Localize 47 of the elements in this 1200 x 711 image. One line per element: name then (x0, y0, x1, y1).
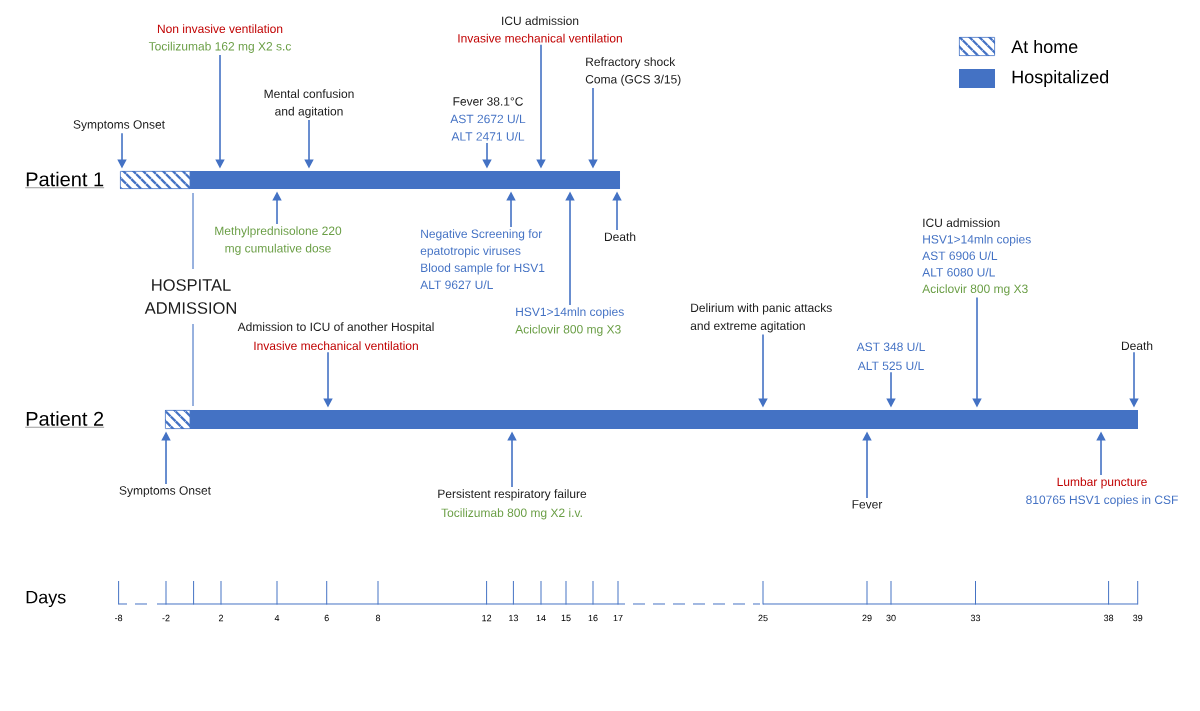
event-label: Negative Screening for epatotropic viruses Blood sample for HSV1 ALT 9627 U/L (420, 229, 545, 289)
event-label: Methylprednisolone 220 mg cumulative dose (215, 226, 342, 255)
event-label: Non invasive ventilation Tocilizumab 162 mg X2 s.c (148, 24, 291, 53)
tick-label: 4 (274, 614, 280, 622)
event-label: Refractory shock Coma (GCS 3/15) (585, 57, 681, 86)
event-label: Admission to ICU of another Hospital Invasive mechanical ventilation (237, 322, 434, 350)
event-label: Fever (852, 500, 883, 509)
event-label: Lumbar puncture 810765 HSV1 copies in CSF (1026, 477, 1178, 507)
event-label: Mental confusion and agitation (264, 89, 354, 118)
tick-label: 17 (613, 614, 623, 622)
tick-label: 13 (509, 614, 518, 622)
tick-label: -8 (115, 614, 123, 622)
axis-label: Days (26, 590, 66, 608)
tick-label: 30 (886, 614, 896, 622)
tick-label: 14 (536, 614, 546, 622)
admission-label: HOSPITAL ADMISSION (144, 279, 236, 314)
tick-label: 8 (375, 614, 381, 622)
legend-label: At home (1011, 39, 1078, 54)
event-label: Death (1122, 341, 1153, 350)
tick-label: 12 (482, 614, 492, 622)
tick-label: -2 (162, 614, 170, 622)
timeline-bar (165, 410, 1138, 429)
event-label: Symptoms Onset (119, 486, 211, 498)
event-label: AST 348 U/L ALT 525 U/L (856, 342, 925, 370)
event-label: Delirium with panic attacks and extreme agitation (690, 303, 832, 333)
event-label: ICU admission HSV1>14mln copies AST 6906 U/L ALT 6080 U/L Aciclovir 800 mg X3 (922, 218, 1031, 296)
tick-label: 2 (218, 614, 224, 622)
tick-label: 16 (588, 614, 598, 622)
tick-label: 25 (758, 614, 768, 622)
leader-line (192, 192, 194, 270)
event-label: Death (605, 232, 636, 241)
event-label: HSV1>14mln copies Aciclovir 800 mg X3 (515, 307, 624, 336)
row-label: Patient 1 (25, 171, 105, 188)
row-label: Patient 2 (25, 411, 105, 428)
tick-label: 15 (561, 614, 571, 622)
tick-label: 39 (1133, 614, 1143, 622)
event-label: Symptoms Onset (73, 120, 165, 132)
legend-label: Hospitalized (1012, 70, 1109, 87)
tick-label: 38 (1103, 614, 1114, 622)
event-label: Persistent respiratory failure Tocilizumab 800 mg X2 i.v. (438, 489, 587, 520)
leader-line (192, 323, 194, 407)
tick-label: 29 (862, 614, 872, 622)
timeline-bar (120, 171, 620, 189)
tick-label: 6 (324, 614, 329, 622)
event-label: ICU admission Invasive mechanical ventilation (458, 16, 622, 43)
event-label: Fever 38.1°C AST 2672 U/L ALT 2471 U/L (450, 97, 526, 141)
tick-label: 33 (970, 614, 981, 622)
